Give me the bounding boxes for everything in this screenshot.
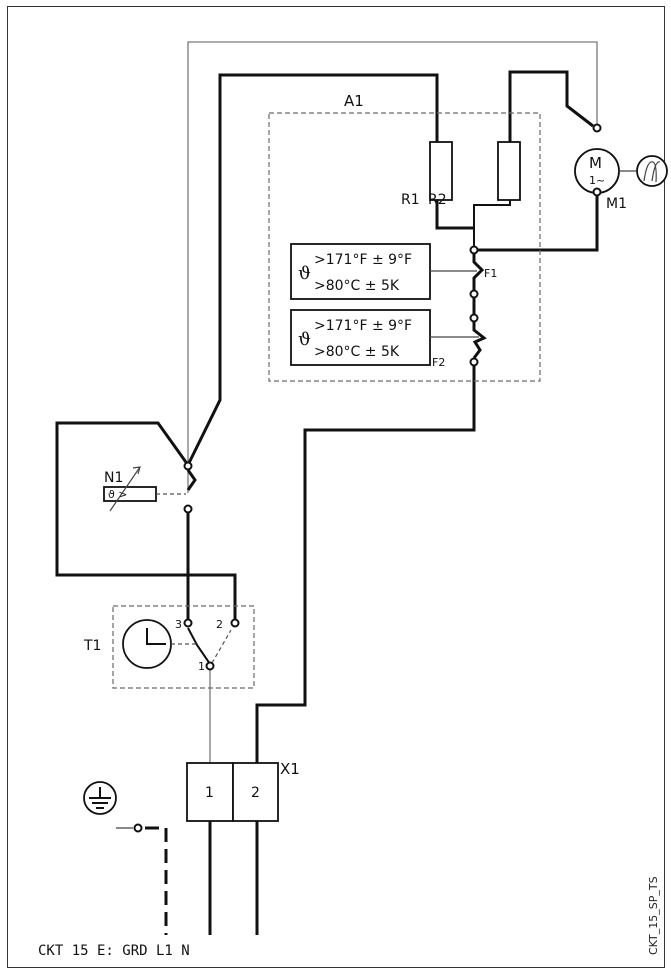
n1-terminal-bottom — [183, 504, 193, 514]
t1-switch-blade — [187, 627, 211, 665]
t1-terminal-2-label: 2 — [216, 618, 223, 631]
wire-earth — [145, 826, 168, 935]
f1-terminal-bottom — [469, 289, 479, 299]
f2-label: F2 — [432, 356, 445, 369]
t1-terminal-2 — [230, 618, 240, 628]
f2-terminal-bottom — [469, 357, 479, 367]
thermostat-f1-fahrenheit: >171°F ± 9°F — [314, 252, 412, 268]
fan-icon — [636, 155, 668, 187]
resistor-r1 — [429, 141, 453, 201]
thermostat-f2-fahrenheit: >171°F ± 9°F — [314, 318, 412, 334]
x1-terminal-1 — [186, 762, 234, 822]
footer-legend: CKT 15 E: GRD L1 N — [38, 943, 190, 959]
wire-f2-x1 — [255, 362, 476, 763]
motor-terminal-bottom — [592, 187, 602, 197]
x1-terminal-2 — [232, 762, 279, 822]
m1-label: M1 — [606, 196, 627, 212]
clock-hands-icon — [146, 628, 166, 645]
motor-symbol: M — [589, 154, 602, 172]
thermostat-f1-box — [290, 243, 431, 300]
f2-terminal-top — [469, 313, 479, 323]
n1-label: N1 — [104, 470, 123, 486]
f1-label: F1 — [484, 267, 497, 280]
t1-terminal-1 — [205, 661, 215, 671]
thermostat-f1-theta: ϑ — [298, 263, 311, 284]
a1-label: A1 — [344, 92, 364, 110]
t1-label: T1 — [83, 638, 101, 654]
fan-blade-icon — [643, 161, 661, 183]
earth-terminal — [133, 823, 143, 833]
f1-switch-blade — [472, 253, 485, 292]
wire-r2-join — [473, 200, 511, 247]
n1-adjust-arrow — [109, 466, 141, 512]
n1-terminal-top — [183, 461, 193, 471]
t1-terminal-1-label: 1 — [198, 660, 205, 673]
side-code: CKT_15_SP_TS — [647, 876, 660, 955]
wire-motor-bottom — [474, 192, 599, 252]
f1-terminal-top — [469, 245, 479, 255]
t1-terminal-3 — [183, 618, 193, 628]
thermostat-f1-celsius: >80°C ± 5K — [314, 278, 400, 294]
a1-enclosure — [268, 112, 541, 382]
f2-switch-blade — [472, 322, 487, 359]
thermostat-f2-box — [290, 309, 431, 366]
motor-terminal-top — [592, 123, 602, 133]
t1-terminal-3-label: 3 — [175, 618, 182, 631]
x1-terminal-1-label: 1 — [205, 785, 214, 801]
n1-sensor-theta: ϑ > — [108, 488, 128, 501]
wire-motor-top — [187, 41, 598, 493]
wire-r2-feed — [508, 70, 594, 142]
wire-n1-loop — [55, 421, 237, 622]
wire-r1-feed — [186, 73, 439, 466]
thermostat-f2-celsius: >80°C ± 5K — [314, 344, 400, 360]
motor-phase: 1~ — [589, 174, 605, 187]
r2-label: R2 — [428, 192, 447, 208]
wire-r1-join — [435, 200, 474, 230]
resistor-r2 — [497, 141, 521, 201]
n1-switch-blade — [186, 469, 197, 491]
t1-enclosure — [112, 605, 255, 689]
thermostat-f2-theta: ϑ — [298, 329, 311, 350]
x1-terminal-2-label: 2 — [251, 785, 260, 801]
n1-adjust-arrow-head — [132, 466, 141, 475]
diagram-frame — [7, 6, 665, 968]
x1-label: X1 — [280, 760, 300, 778]
r1-label: R1 — [401, 192, 420, 208]
t1-switch-dash — [211, 629, 232, 664]
